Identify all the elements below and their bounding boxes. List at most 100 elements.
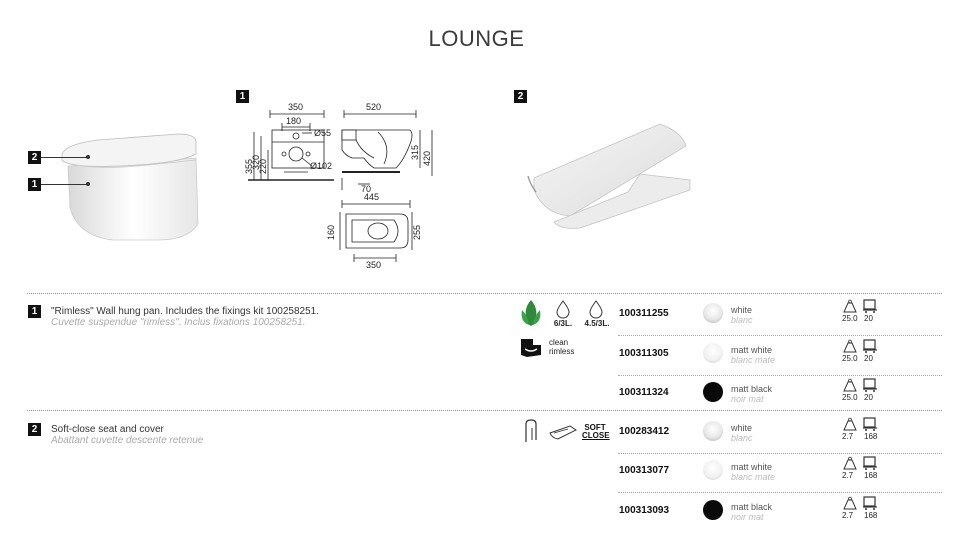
color-swatch xyxy=(703,421,723,441)
flush-volume-1: 6/3L. xyxy=(553,319,573,328)
callout-line-2 xyxy=(41,157,87,158)
product-2-badge: 2 xyxy=(28,423,41,436)
section-divider-middle xyxy=(27,410,942,411)
pallet-quantity: 20 xyxy=(864,393,873,402)
technical-drawing-side: 520 315 420 70 xyxy=(341,102,433,194)
soft-close-seat-icon xyxy=(549,425,577,440)
color-name-fr: blanc mate xyxy=(731,472,776,482)
dim-d55: Ø55 xyxy=(314,128,331,138)
dim-320: 320 xyxy=(251,155,261,170)
weight-icon xyxy=(843,496,857,510)
dim-255: 255 xyxy=(412,225,422,240)
color-swatch xyxy=(703,460,723,480)
pallet-icon xyxy=(863,299,877,313)
section-divider-top xyxy=(27,293,942,294)
color-name-en: white xyxy=(731,305,753,315)
product-photo-pan xyxy=(58,128,203,246)
weight-icon xyxy=(843,339,857,353)
color-name-fr: noir mat xyxy=(731,512,764,522)
dim-d102: Ø102 xyxy=(310,161,332,171)
product-code: 100311324 xyxy=(619,387,669,398)
variant-row-divider xyxy=(618,375,942,376)
eco-leaf-icon xyxy=(521,300,541,326)
variant-row-divider xyxy=(618,492,942,493)
weight-icon xyxy=(843,299,857,313)
pallet-icon xyxy=(863,417,877,431)
rimless-icon xyxy=(521,339,541,357)
color-name-en: matt white xyxy=(731,462,773,472)
soft-close-label: SOFT CLOSE xyxy=(582,423,610,440)
clean-rimless-label: clean rimless xyxy=(549,338,575,356)
product-code: 100311255 xyxy=(619,308,669,319)
product-2-desc-en: Soft-close seat and cover xyxy=(51,424,164,435)
dim-355: 355 xyxy=(244,159,254,174)
product-1-badge: 1 xyxy=(28,305,41,318)
product-2-desc-fr: Abattant cuvette descente retenue xyxy=(51,435,204,446)
color-name-en: matt black xyxy=(731,502,773,512)
seat-profile-icon xyxy=(525,419,537,442)
product-1-desc-fr: Cuvette suspendue "rimless". Inclus fixa… xyxy=(51,317,306,328)
callout-badge-1: 1 xyxy=(28,178,41,191)
product-code: 100311305 xyxy=(619,348,669,359)
pallet-quantity: 168 xyxy=(864,432,878,441)
dim-520: 520 xyxy=(366,102,381,112)
dim-445: 445 xyxy=(364,192,379,202)
pallet-icon xyxy=(863,456,877,470)
water-drop-eco-icon xyxy=(556,300,570,319)
color-name-en: white xyxy=(731,423,753,433)
weight-icon xyxy=(843,456,857,470)
color-name-fr: noir mat xyxy=(731,394,764,404)
pallet-quantity: 168 xyxy=(864,511,878,520)
weight-icon xyxy=(843,378,857,392)
pallet-quantity: 20 xyxy=(864,354,873,363)
package-weight: 25.0 xyxy=(842,393,858,402)
package-weight: 2.7 xyxy=(842,471,854,480)
callout-badge-2: 2 xyxy=(28,151,41,164)
technical-drawing-plan: 445 160 255 350 xyxy=(326,192,422,270)
dim-350-plan: 350 xyxy=(366,260,381,270)
technical-drawing-rear: 350 180 Ø55 Ø102 355 320 220 xyxy=(244,102,334,181)
color-swatch xyxy=(703,343,723,363)
product-2-description: Soft-close seat and cover Abattant cuvet… xyxy=(51,424,431,446)
color-name-fr: blanc mate xyxy=(731,355,776,365)
page-title: LOUNGE xyxy=(428,26,525,51)
pallet-icon xyxy=(863,496,877,510)
variant-row-divider xyxy=(618,453,942,454)
pallet-icon xyxy=(863,378,877,392)
dim-180: 180 xyxy=(286,116,301,126)
package-weight: 2.7 xyxy=(842,511,854,520)
product-photo-seat xyxy=(520,118,695,238)
package-weight: 25.0 xyxy=(842,354,858,363)
dim-160: 160 xyxy=(326,225,336,240)
color-name-fr: blanc xyxy=(731,433,753,443)
product-1-desc-en: "Rimless" Wall hung pan. Includes the fi… xyxy=(51,306,319,317)
water-drop-icon xyxy=(589,300,603,319)
pallet-quantity: 168 xyxy=(864,471,878,480)
variant-row-divider xyxy=(618,335,942,336)
package-weight: 25.0 xyxy=(842,314,858,323)
callout-dot-2 xyxy=(86,155,90,159)
pallet-quantity: 20 xyxy=(864,314,873,323)
dim-315: 315 xyxy=(410,145,420,160)
dim-220: 220 xyxy=(258,159,268,174)
dim-70: 70 xyxy=(361,184,371,194)
product-code: 100313077 xyxy=(619,465,670,476)
dim-350-top: 350 xyxy=(288,102,303,112)
package-weight: 2.7 xyxy=(842,432,854,441)
drawing-badge-1: 1 xyxy=(236,90,249,103)
weight-icon xyxy=(843,417,857,431)
color-swatch xyxy=(703,500,723,520)
color-swatch xyxy=(703,303,723,323)
callout-dot-1 xyxy=(86,182,90,186)
pallet-icon xyxy=(863,339,877,353)
flush-volume-2: 4.5/3L. xyxy=(584,319,610,328)
product-code: 100313093 xyxy=(619,505,670,516)
callout-line-1 xyxy=(41,184,87,185)
color-name-en: matt black xyxy=(731,384,773,394)
color-name-en: matt white xyxy=(731,345,773,355)
